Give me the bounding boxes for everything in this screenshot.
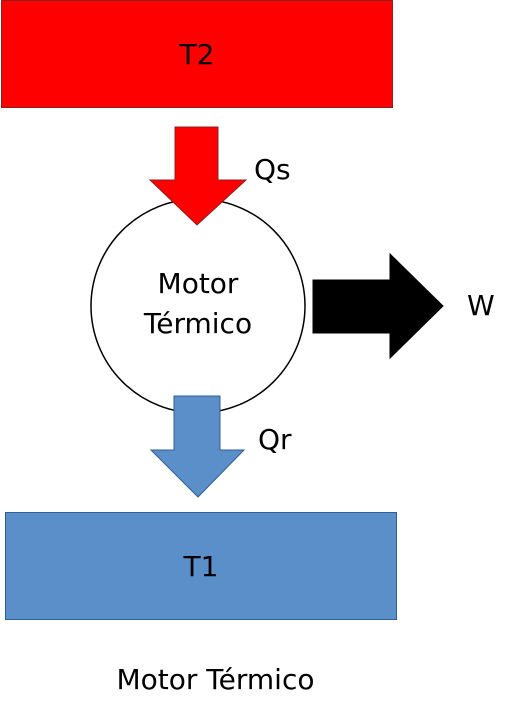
cold-reservoir: T1	[5, 512, 397, 620]
heat-in-label: Qs	[254, 153, 291, 186]
hot-reservoir-label: T2	[179, 37, 215, 71]
engine-label: Motor Térmico	[92, 264, 304, 344]
work-arrow	[312, 252, 444, 360]
work-label: W	[467, 289, 495, 322]
diagram-caption: Motor Térmico	[116, 663, 315, 696]
engine-label-line1: Motor	[157, 267, 239, 300]
heat-out-arrow	[149, 395, 246, 498]
engine-label-line2: Térmico	[143, 307, 253, 340]
cold-reservoir-label: T1	[183, 549, 219, 583]
hot-reservoir: T2	[1, 0, 393, 108]
heat-out-label: Qr	[258, 423, 292, 456]
heat-in-arrow	[148, 126, 248, 226]
